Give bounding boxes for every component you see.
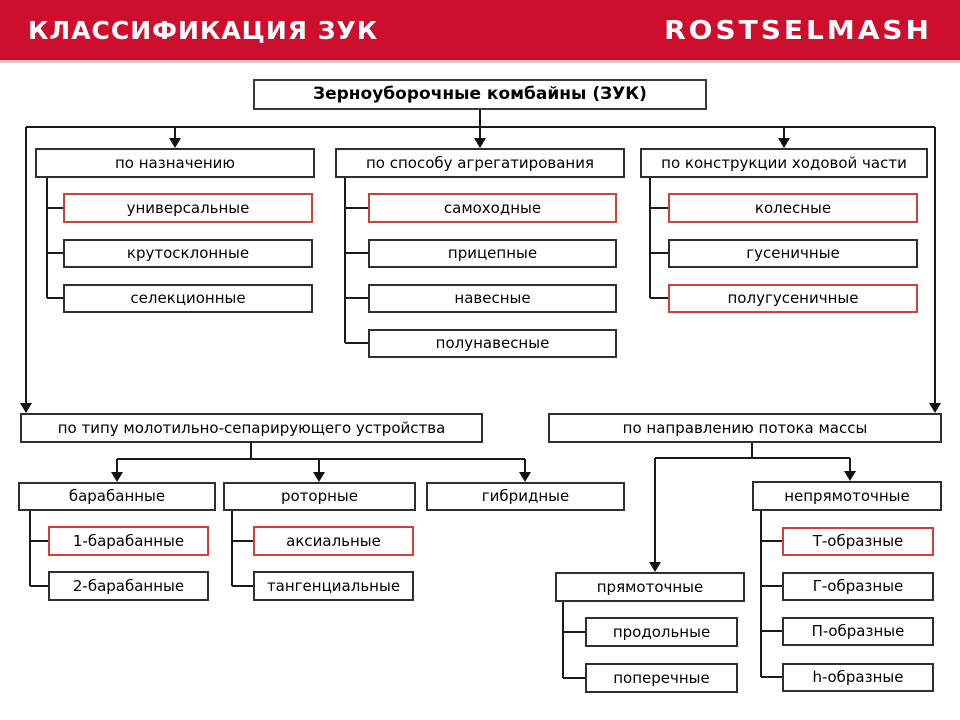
- node-by-chassis: по конструкции ходовой части: [640, 148, 928, 178]
- node-axial: аксиальные: [253, 526, 414, 556]
- rostselmash-logo: ROSTSELMASH: [664, 14, 932, 46]
- node-steep-slope: крутосклонные: [63, 239, 313, 268]
- node-self-propelled: самоходные: [368, 193, 617, 223]
- node-t-shaped: Т-образные: [782, 527, 934, 556]
- node-indirect-flow: непрямоточные: [752, 481, 942, 511]
- node-root: Зерноуборочные комбайны (ЗУК): [253, 79, 707, 110]
- node-drum: барабанные: [18, 482, 216, 511]
- node-by-flow-direction: по направлению потока массы: [548, 413, 942, 443]
- node-longitudinal: продольные: [585, 617, 738, 647]
- node-universal: универсальные: [63, 193, 313, 223]
- node-g-shaped: Г-образные: [782, 572, 934, 601]
- node-direct-flow: прямоточные: [555, 572, 745, 602]
- node-semi-mounted: полунавесные: [368, 329, 617, 358]
- node-h-shaped: h-образные: [782, 663, 934, 692]
- node-tracked: гусеничные: [668, 239, 918, 268]
- node-by-purpose: по назначению: [35, 148, 315, 178]
- node-by-aggregation: по способу агрегатирования: [335, 148, 625, 178]
- title-bar: КЛАССИФИКАЦИЯ ЗУК ROSTSELMASH: [0, 0, 960, 63]
- node-one-drum: 1-барабанные: [48, 526, 209, 556]
- node-p-shaped: П-образные: [782, 617, 934, 646]
- node-two-drum: 2-барабанные: [48, 571, 209, 601]
- node-trailed: прицепные: [368, 239, 617, 268]
- node-rotor: роторные: [223, 482, 416, 511]
- node-tangential: тангенциальные: [253, 571, 414, 601]
- node-hybrid: гибридные: [426, 482, 625, 511]
- node-half-tracked: полугусеничные: [668, 284, 918, 313]
- diagram-canvas: Зерноуборочные комбайны (ЗУК) по назначе…: [0, 66, 960, 720]
- node-mounted: навесные: [368, 284, 617, 313]
- node-wheeled: колесные: [668, 193, 918, 223]
- node-transverse: поперечные: [585, 663, 738, 693]
- node-selection: селекционные: [63, 284, 313, 313]
- node-by-threshing-type: по типу молотильно-сепарирующего устройс…: [20, 413, 483, 443]
- page-title: КЛАССИФИКАЦИЯ ЗУК: [28, 15, 379, 45]
